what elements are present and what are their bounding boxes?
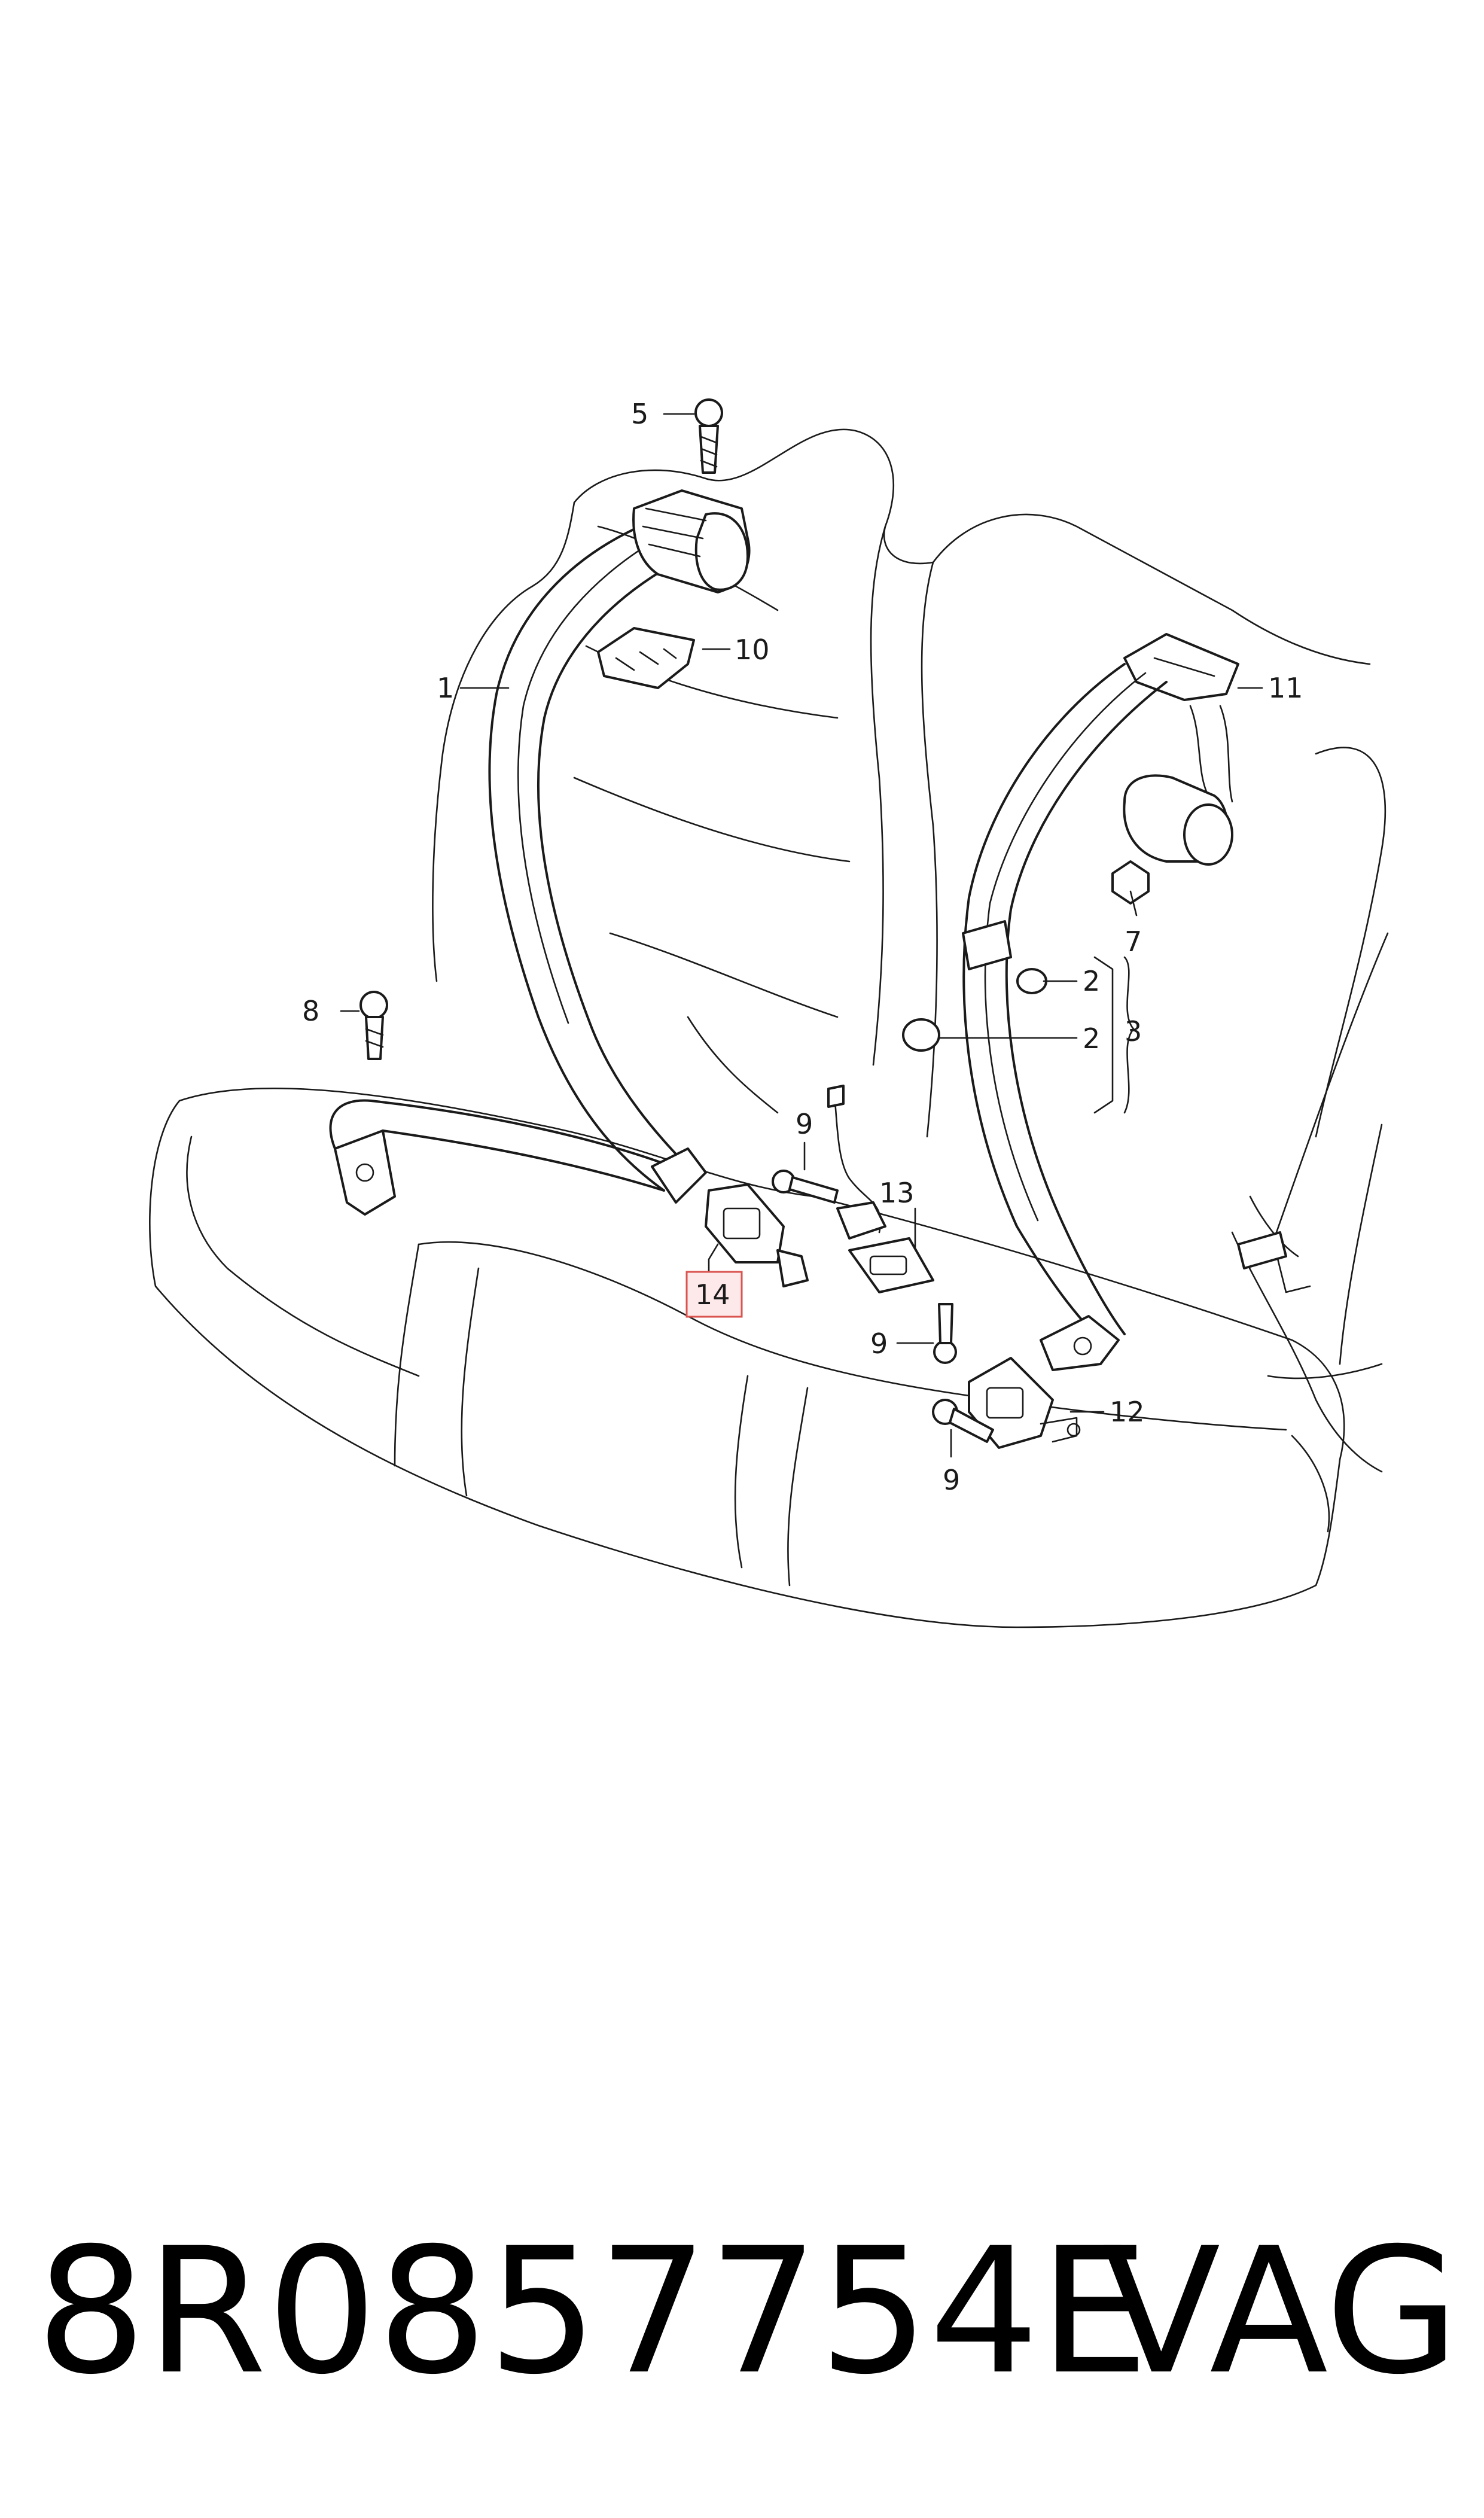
bolts: [359, 398, 994, 1443]
callout-5[interactable]: 5: [631, 398, 648, 430]
callout-2-lower[interactable]: 2: [1083, 1022, 1100, 1055]
callout-3[interactable]: 3: [1125, 1015, 1142, 1048]
footer: 8R0857754E VAG: [36, 2213, 1459, 2411]
callout-1[interactable]: 1: [437, 672, 454, 704]
seat-cushion: [149, 1087, 1345, 1628]
part-number: 8R0857754E: [36, 2211, 1149, 2413]
callout-7[interactable]: 7: [1125, 925, 1142, 958]
callout-labels: 5 10 1 11 7 2 2 3 8 9 13 14 9 12 9: [302, 398, 1303, 1496]
callout-11[interactable]: 11: [1268, 672, 1303, 704]
center-buckle-13: [827, 1085, 934, 1293]
highlight-box-14: [685, 1271, 743, 1318]
callout-9-upper[interactable]: 9: [796, 1108, 813, 1140]
callout-9-middle[interactable]: 9: [870, 1327, 888, 1360]
callout-13[interactable]: 13: [879, 1177, 915, 1209]
callout-14[interactable]: 14: [695, 1278, 730, 1311]
brand-label: VAG: [1102, 2211, 1459, 2413]
leader-lines: [340, 413, 1263, 1458]
callout-8[interactable]: 8: [302, 995, 319, 1027]
left-seatbelt: [329, 489, 809, 1287]
seat-backrest: [432, 428, 1389, 1473]
callout-9-lower[interactable]: 9: [943, 1464, 960, 1496]
callout-10[interactable]: 10: [735, 634, 770, 666]
callout-2-upper[interactable]: 2: [1083, 965, 1100, 997]
callout-12[interactable]: 12: [1110, 1396, 1145, 1428]
right-seatbelt: [902, 633, 1311, 1449]
